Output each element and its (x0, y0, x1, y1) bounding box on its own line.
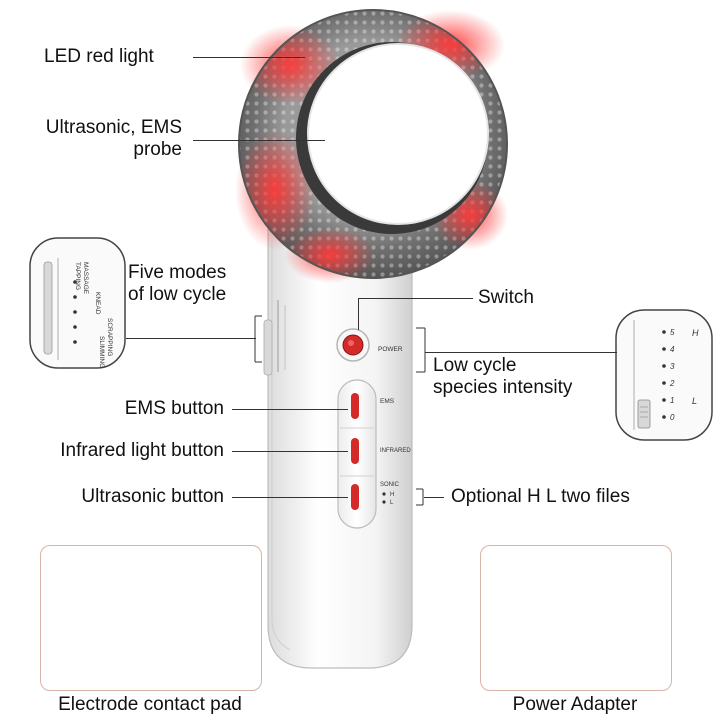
electrode-frame (40, 545, 262, 691)
label-intensity-line2: species intensity (433, 377, 573, 398)
intensity-zoom-callout: 5 4 3 2 1 0 H L (615, 309, 713, 441)
label-five-modes-line2: of low cycle (128, 284, 227, 305)
label-intensity: Low cycle species intensity (433, 355, 572, 399)
label-led-red-light: LED red light (44, 46, 154, 67)
intensity-level-5: 5 (670, 328, 675, 337)
led-glow-left (235, 130, 315, 250)
hl-bracket (416, 488, 424, 506)
device-l-text: L (390, 500, 394, 506)
infrared-button[interactable] (351, 438, 359, 464)
power-button[interactable] (336, 328, 370, 362)
mode-bracket (254, 315, 262, 363)
label-probe: Ultrasonic, EMS probe (10, 117, 182, 161)
leader-ultrasonic (232, 497, 348, 498)
led-glow-bottom (285, 227, 375, 283)
ultrasonic-button[interactable] (351, 484, 359, 510)
label-five-modes-line1: Five modes (128, 262, 227, 283)
probe-head (235, 9, 508, 283)
leader-switch (358, 298, 473, 299)
label-probe-line1: Ultrasonic, EMS (45, 117, 182, 138)
mode-zoom-callout: MASSAGE TAPPING KNEAD SCRAPPING SLIMMING (29, 237, 126, 369)
label-infrared-button: Infrared light button (60, 440, 224, 461)
leader-probe (193, 140, 325, 141)
side-mode-switch (263, 300, 286, 376)
label-adapter: Power Adapter (512, 694, 638, 715)
leader-hl (424, 497, 444, 498)
device-sonic-text: SONIC (380, 482, 400, 488)
intensity-bracket (416, 327, 426, 373)
leader-switch-drop (358, 298, 359, 330)
label-intensity-line1: Low cycle (433, 355, 517, 376)
label-ems-button: EMS button (124, 398, 224, 419)
device-h-dot (382, 492, 386, 496)
mode-tapping-text: TAPPING (74, 262, 81, 290)
leader-led (193, 57, 305, 58)
mode-massage-text: MASSAGE (82, 262, 89, 295)
mode-scrapping-text: SCRAPPING (106, 318, 113, 356)
leader-ems (232, 409, 348, 410)
intensity-level-1: 1 (670, 396, 674, 405)
device-infrared-text: INFRARED (380, 448, 411, 454)
label-hl-files: Optional H L two files (451, 486, 630, 507)
intensity-level-2: 2 (669, 379, 675, 388)
mode-slimming-text: SLIMMING (98, 336, 105, 368)
intensity-h-text: H (692, 328, 699, 338)
label-ultrasonic-button: Ultrasonic button (81, 486, 224, 507)
label-electrode: Electrode contact pad (58, 694, 242, 715)
leader-infrared (232, 451, 348, 452)
intensity-level-0: 0 (670, 413, 675, 422)
intensity-l-text: L (692, 396, 697, 406)
mode-knead-text: KNEAD (94, 292, 101, 315)
label-switch: Switch (478, 287, 534, 308)
adapter-frame (480, 545, 672, 691)
intensity-level-4: 4 (670, 345, 675, 354)
device-l-dot (382, 500, 386, 504)
device-h-text: H (390, 492, 394, 498)
intensity-level-3: 3 (670, 362, 675, 371)
label-five-modes: Five modes of low cycle (128, 262, 226, 306)
device-ems-text: EMS (380, 398, 395, 405)
ems-button[interactable] (351, 393, 359, 419)
device-power-text: POWER (378, 346, 403, 353)
leader-intensity (425, 352, 617, 353)
leader-five-modes (126, 338, 256, 339)
label-probe-line2: probe (133, 139, 182, 160)
